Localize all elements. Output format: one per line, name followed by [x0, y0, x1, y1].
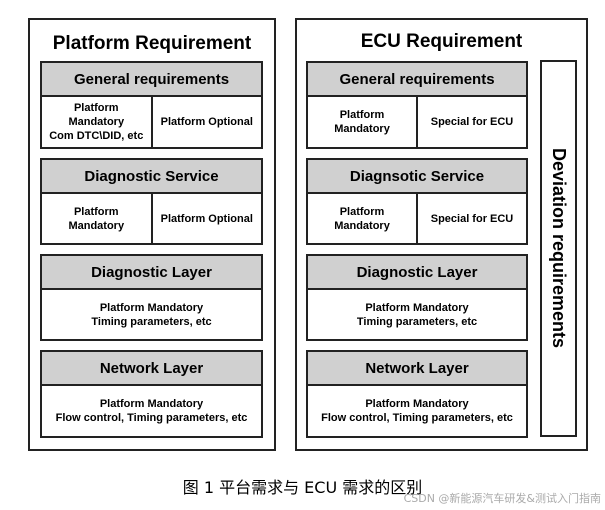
deviation-label: Deviation requirements — [549, 148, 569, 349]
section-header: Diagnostic Layer — [306, 254, 528, 290]
cell-line: Platform Mandatory — [365, 301, 469, 314]
deviation-requirements-box: Deviation requirements — [540, 60, 577, 437]
cell-line: Platform Optional — [160, 116, 253, 128]
cell-line: Flow control, Timing parameters, etc — [321, 412, 513, 424]
cell-line: Platform — [73, 205, 119, 218]
cell-line: Platform — [73, 102, 119, 114]
section-header: Diagnsotic Service — [306, 158, 528, 194]
figure-caption: 图 1 平台需求与 ECU 需求的区别 — [182, 478, 423, 497]
cell-line: Platform — [339, 205, 385, 218]
cell-line: Timing parameters, etc — [356, 315, 478, 328]
watermark: CSDN @新能源汽车研发&测试入门指南 — [403, 492, 601, 505]
section-cell: Platform Optional — [150, 97, 262, 147]
cell-line: Mandatory — [68, 219, 125, 232]
cell-line: Platform Optional — [160, 212, 253, 225]
cell-line: Platform — [339, 109, 385, 121]
section-header: Network Layer — [40, 350, 263, 386]
section-header: General requirements — [306, 61, 528, 97]
section-cell: Special for ECU — [416, 97, 526, 147]
cell-line: Mandatory — [334, 123, 390, 135]
platform-title: Platform Requirement — [52, 33, 252, 54]
cell-line: Platform Mandatory — [99, 398, 204, 410]
section-cell: Special for ECU — [416, 194, 526, 243]
cell-line: Special for ECU — [430, 116, 514, 128]
cell-line: Platform Mandatory — [99, 301, 204, 314]
cell-line: Platform Mandatory — [365, 398, 469, 410]
section-header: Diagnostic Service — [40, 158, 263, 194]
ecu-title: ECU Requirement — [360, 31, 523, 52]
cell-line: Special for ECU — [430, 212, 514, 225]
cell-line: Mandatory — [68, 116, 125, 128]
cell-line: Flow control, Timing parameters, etc — [55, 412, 248, 424]
cell-line: Timing parameters, etc — [91, 315, 212, 328]
section-header: Diagnostic Layer — [40, 254, 263, 290]
section-cell: Platform Optional — [150, 194, 262, 243]
cell-line: Com DTC\DID, etc — [49, 130, 144, 142]
cell-line: Mandatory — [334, 219, 390, 232]
section-header: General requirements — [40, 61, 263, 97]
section-header: Network Layer — [306, 350, 528, 386]
